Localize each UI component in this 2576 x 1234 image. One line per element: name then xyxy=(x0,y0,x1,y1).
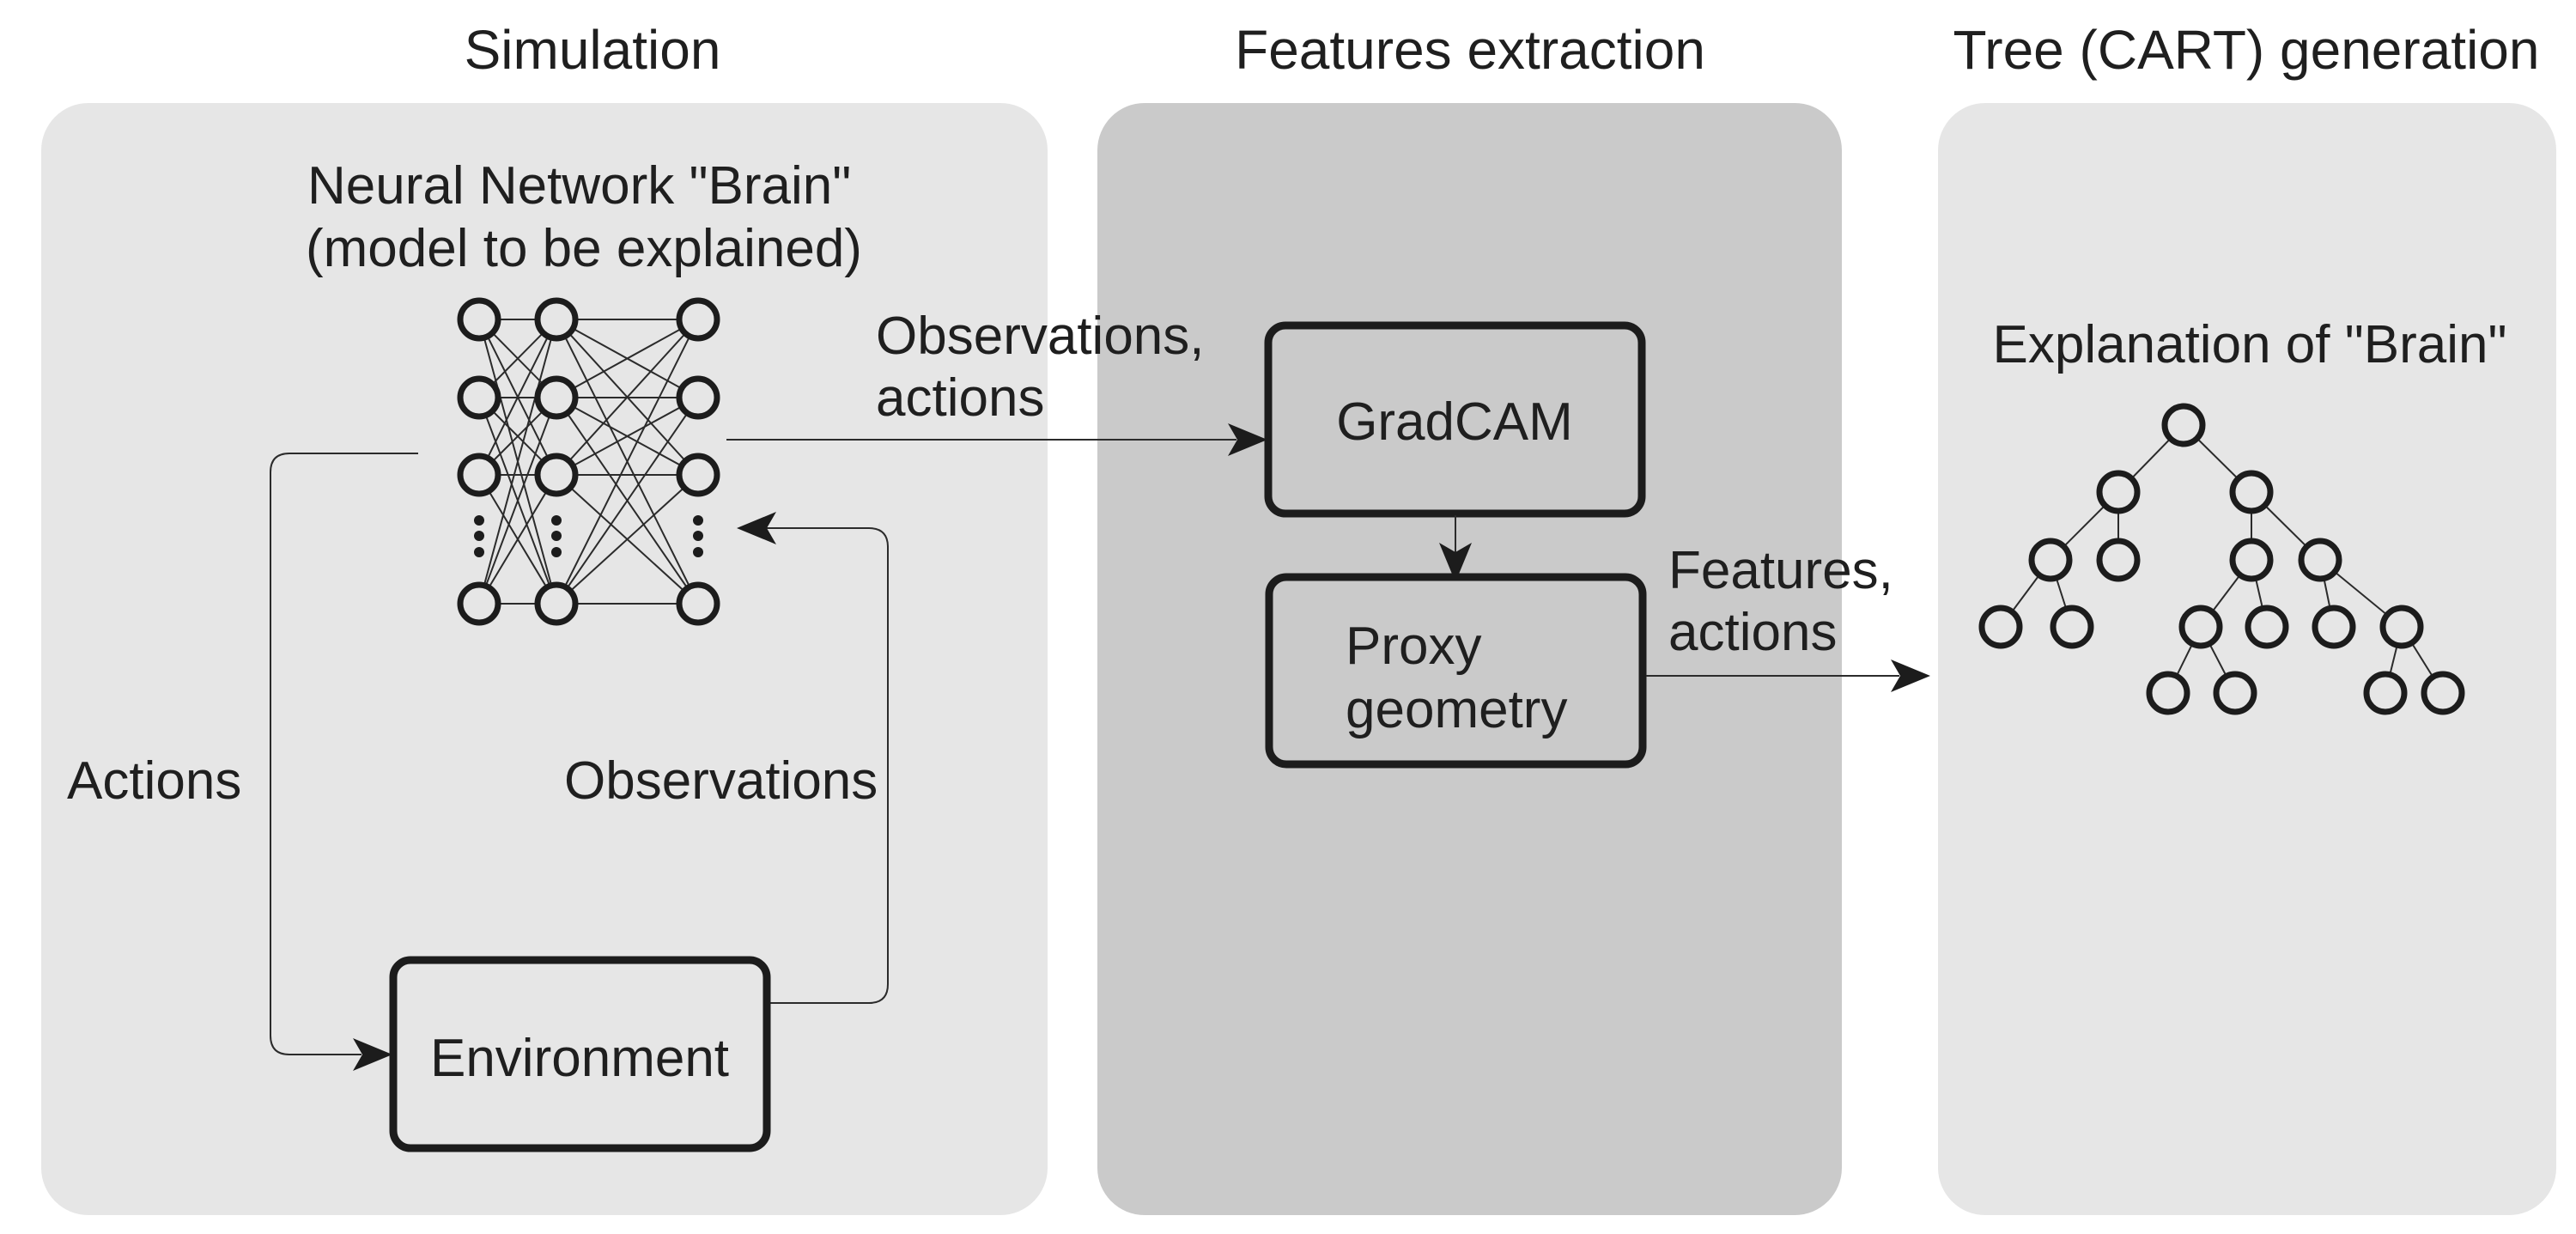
nn-neuron xyxy=(534,453,579,497)
nn-neuron xyxy=(676,297,720,342)
title-simulation: Simulation xyxy=(465,19,721,81)
observations-arrowhead-icon xyxy=(737,512,776,544)
tree-node xyxy=(2161,403,2206,447)
nn-neuron xyxy=(676,581,720,626)
tree-node xyxy=(2298,538,2342,582)
nn-connection xyxy=(478,397,557,605)
features-actions-label-line1: Features, xyxy=(1668,541,1893,600)
nn-ellipsis-dot xyxy=(551,547,562,557)
neural-network-nodes xyxy=(457,297,720,626)
nn-ellipsis-dot xyxy=(474,515,484,526)
obs-actions-label-line2: actions xyxy=(876,368,1044,428)
nn-neuron xyxy=(676,453,720,497)
tree-node xyxy=(2379,605,2424,649)
tree-node xyxy=(2178,605,2223,649)
tree-node xyxy=(2213,671,2257,715)
nn-connection xyxy=(556,397,699,476)
nn-neuron xyxy=(534,581,579,626)
proxy-to-tree-arrowhead-icon xyxy=(1891,660,1930,692)
gradcam-box-label: GradCAM xyxy=(1336,392,1573,452)
nn-ellipsis-dot xyxy=(693,547,703,557)
tree-node xyxy=(2146,671,2190,715)
nn-connection xyxy=(556,474,699,605)
nn-neuron xyxy=(457,375,501,420)
nn-connection xyxy=(556,319,699,605)
environment-box-label: Environment xyxy=(430,1029,729,1088)
nn-ellipsis-dot xyxy=(551,531,562,541)
nn-neuron xyxy=(457,297,501,342)
nn-ellipsis-dot xyxy=(474,547,484,557)
gradcam-to-proxy-arrowhead-icon xyxy=(1439,543,1472,582)
proxy-geometry-box-label-line2: geometry xyxy=(1346,680,1567,739)
tree-nodes xyxy=(1978,403,2465,715)
observations-loop-line xyxy=(767,527,889,1004)
explanation-label: Explanation of "Brain" xyxy=(1993,315,2507,374)
features-actions-label-line2: actions xyxy=(1668,603,1837,662)
nn-connection xyxy=(556,319,699,476)
proxy-geometry-box xyxy=(1265,573,1647,769)
nn-ellipsis-dot xyxy=(693,515,703,526)
title-features-extraction: Features extraction xyxy=(1235,19,1705,81)
nn-connection xyxy=(556,397,699,605)
nn-caption-line1: Neural Network "Brain" xyxy=(307,156,851,216)
tree-node xyxy=(2096,470,2141,514)
tree-node xyxy=(2096,538,2141,582)
tree-node xyxy=(2028,538,2073,582)
actions-loop-line xyxy=(270,453,418,1055)
nn-to-gradcam-arrowhead-icon xyxy=(1228,423,1267,456)
tree-node xyxy=(2363,671,2408,715)
tree-node xyxy=(2312,605,2356,649)
tree-node xyxy=(2229,538,2274,582)
nn-caption-line2: (model to be explained) xyxy=(306,219,862,278)
tree-node xyxy=(2050,605,2094,649)
nn-connection xyxy=(478,319,557,605)
tree-node xyxy=(1978,605,2023,649)
tree-node xyxy=(2229,470,2274,514)
gradcam-box xyxy=(1264,321,1646,518)
observations-label: Observations xyxy=(564,751,878,811)
tree-node xyxy=(2245,605,2289,649)
proxy-geometry-box-label-line1: Proxy xyxy=(1346,617,1481,676)
nn-ellipsis-dot xyxy=(693,531,703,541)
panel-tree-generation xyxy=(1938,103,2556,1215)
nn-neuron xyxy=(457,453,501,497)
nn-neuron xyxy=(676,375,720,420)
environment-box xyxy=(389,956,771,1152)
nn-neuron xyxy=(534,375,579,420)
panel-simulation xyxy=(41,103,1048,1215)
actions-label: Actions xyxy=(67,751,241,811)
nn-neuron xyxy=(457,581,501,626)
nn-connection xyxy=(478,474,557,605)
obs-actions-label-line1: Observations, xyxy=(876,307,1205,366)
nn-connection xyxy=(478,319,557,476)
tree-node xyxy=(2421,671,2465,715)
nn-neuron xyxy=(534,297,579,342)
nn-ellipsis-dot xyxy=(474,531,484,541)
nn-connection xyxy=(556,319,699,398)
actions-arrowhead-icon xyxy=(353,1038,392,1071)
title-tree-generation: Tree (CART) generation xyxy=(1953,19,2540,81)
nn-ellipsis-dot xyxy=(551,515,562,526)
